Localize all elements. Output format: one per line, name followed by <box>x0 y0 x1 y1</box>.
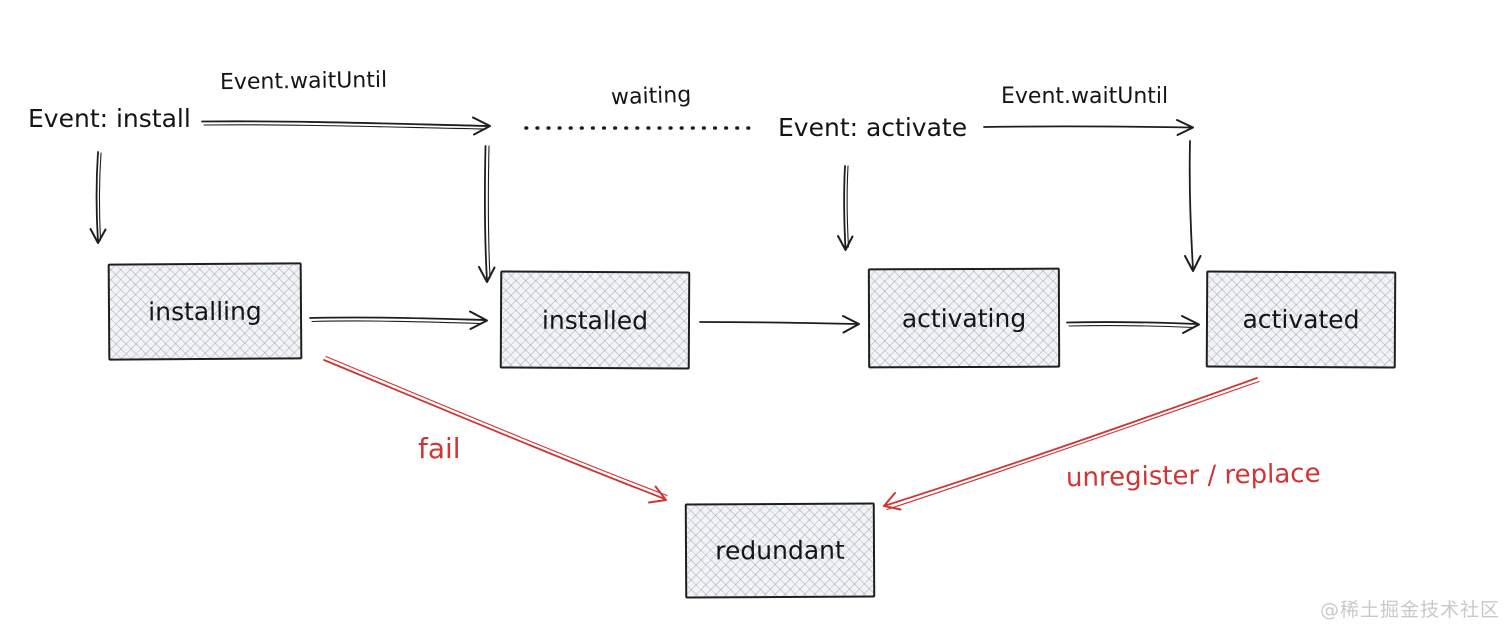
label-waituntil-activate: Event.waitUntil <box>1001 84 1169 109</box>
label-fail: fail <box>418 432 461 465</box>
state-label-redundant: redundant <box>715 535 845 566</box>
state-box-installed: installed <box>499 270 691 370</box>
arrow-install-down <box>89 151 107 244</box>
arrow-waituntil-activate <box>983 119 1194 136</box>
label-event-activate: Event: activate <box>778 113 968 142</box>
state-box-installing: installing <box>107 262 303 361</box>
arrow-into-activated <box>1184 140 1202 272</box>
state-box-activated: activated <box>1205 270 1397 369</box>
arrow-fail-redundant <box>323 355 668 504</box>
arrow-activate-down <box>837 165 854 251</box>
juejin-watermark: @稀土掘金技术社区 <box>1319 599 1500 621</box>
label-unregister-replace: unregister / replace <box>1065 458 1321 494</box>
label-event-install: Event: install <box>28 104 191 133</box>
state-label-installing: installing <box>148 296 262 327</box>
label-waiting: waiting <box>610 82 692 111</box>
state-box-redundant: redundant <box>684 502 876 599</box>
state-label-installed: installed <box>541 305 649 335</box>
arrow-into-installed <box>478 145 496 283</box>
arrow-waituntil-install <box>201 116 491 136</box>
arrow-installed-activating <box>699 315 860 334</box>
state-box-activating: activating <box>867 267 1061 369</box>
arrow-installing-installed <box>309 310 488 330</box>
state-label-activating: activating <box>901 303 1027 333</box>
label-waituntil-install: Event.waitUntil <box>219 67 388 96</box>
arrow-activating-activated <box>1066 315 1200 334</box>
state-label-activated: activated <box>1242 304 1360 335</box>
